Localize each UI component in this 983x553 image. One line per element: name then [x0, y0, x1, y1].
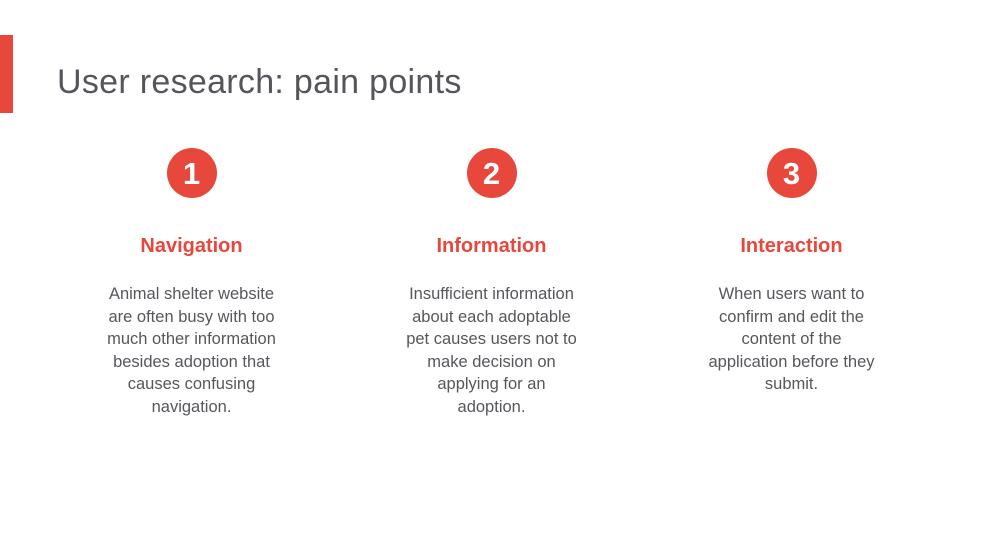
number-badge-2-label: 2 [482, 155, 501, 191]
pain-point-column-information: 2 Information Insufficient information a… [389, 148, 594, 418]
number-badge-2: 2 [466, 148, 517, 198]
column-body-interaction: When users want to confirm and edit the … [708, 285, 875, 393]
accent-bar [0, 35, 13, 113]
pain-point-column-interaction: 3 Interaction When users want to confirm… [689, 148, 894, 418]
number-badge-1: 1 [166, 148, 217, 198]
pain-points-columns: 1 Navigation Animal shelter website are … [89, 148, 894, 418]
column-body-navigation: Animal shelter website are often busy wi… [107, 285, 276, 416]
page-title: User research: pain points [57, 63, 462, 101]
column-heading-information: Information [436, 235, 547, 257]
column-heading-navigation: Navigation [140, 235, 243, 257]
number-badge-1-label: 1 [182, 155, 201, 191]
number-badge-3: 3 [766, 148, 817, 198]
number-badge-3-label: 3 [782, 155, 801, 191]
pain-point-column-navigation: 1 Navigation Animal shelter website are … [89, 148, 294, 418]
column-body-information: Insufficient information about each adop… [406, 285, 577, 416]
column-heading-interaction: Interaction [740, 235, 843, 257]
